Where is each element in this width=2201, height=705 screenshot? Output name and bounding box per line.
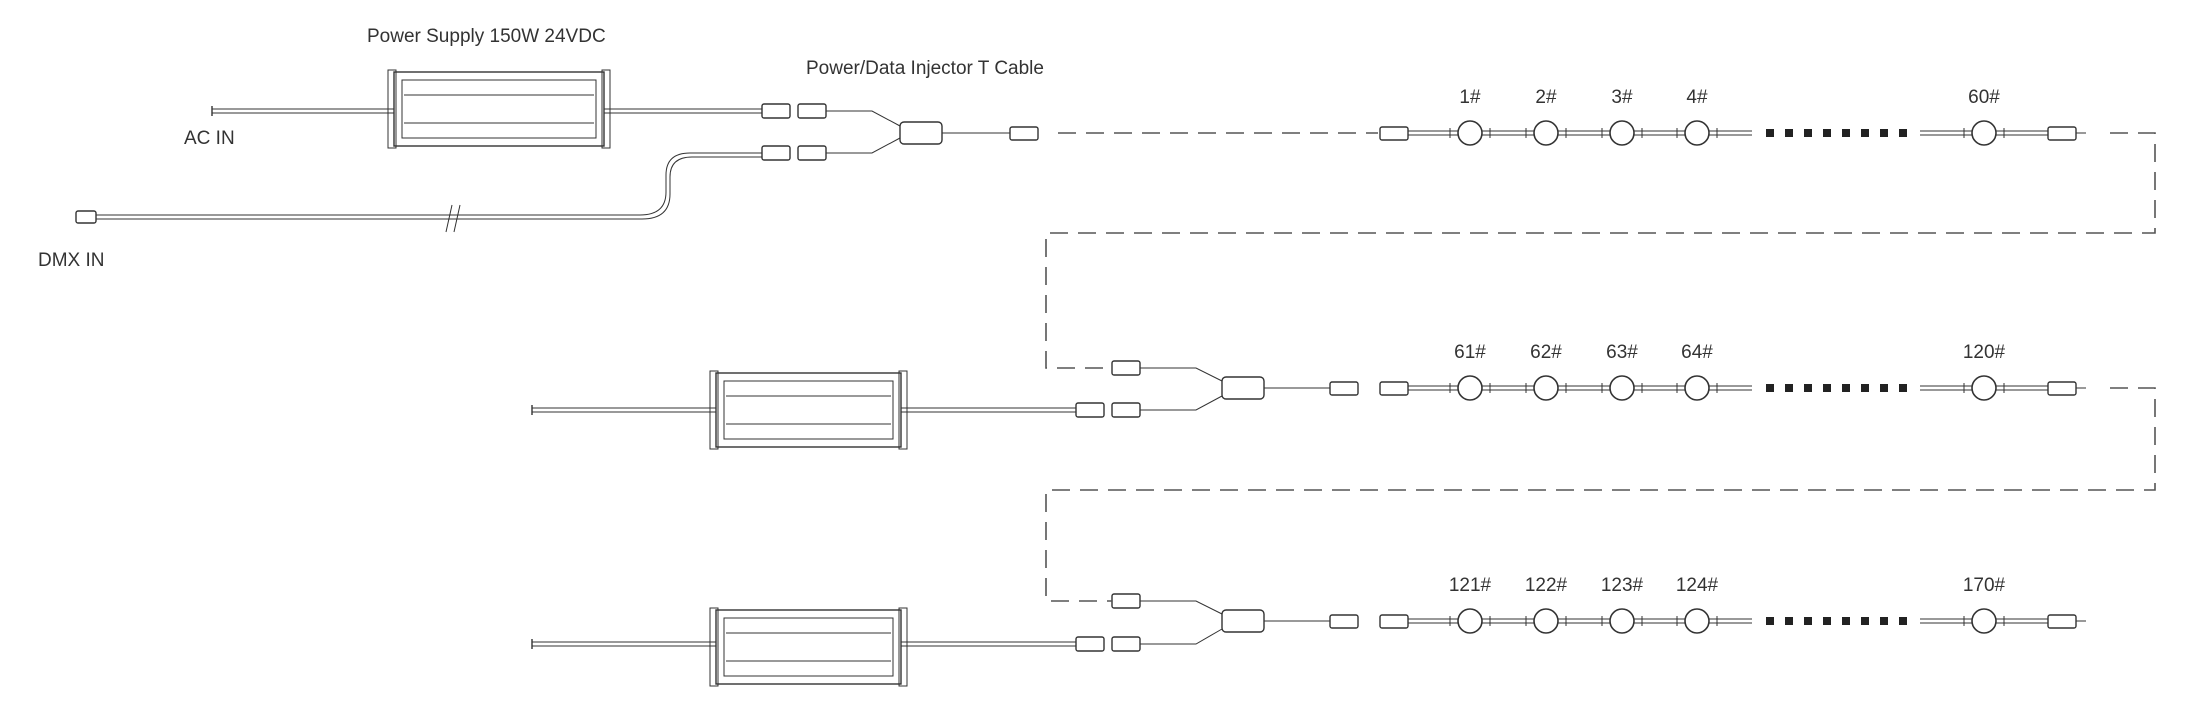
chain-continuation-dot	[1766, 617, 1774, 625]
t-cable-2	[1140, 367, 1359, 411]
t-cable-3	[1140, 600, 1359, 645]
dc-output-cable-2	[901, 407, 1076, 413]
pixel-node: 60#	[1963, 87, 2005, 146]
dashed-link-row2-to-row3	[1045, 387, 2156, 602]
ac-input-cable-2	[531, 405, 716, 415]
dmx-in-label: DMX IN	[38, 250, 105, 271]
pixel-node: 2#	[1525, 87, 1567, 146]
pixel-node: 62#	[1525, 342, 1567, 401]
chain-continuation-dot	[1785, 384, 1793, 392]
pixel-node: 123#	[1601, 575, 1644, 634]
pixel-label: 1#	[1459, 87, 1481, 108]
chain-continuation-dot	[1861, 384, 1869, 392]
pixel-label: 170#	[1963, 575, 2006, 596]
chain-continuation-dot	[1804, 384, 1812, 392]
pixel-node: 124#	[1676, 575, 1719, 634]
injector-connectors-2	[1075, 360, 1141, 418]
pixel-label: 123#	[1601, 575, 1644, 596]
pixel-node: 120#	[1963, 342, 2006, 401]
pixel-label: 124#	[1676, 575, 1719, 596]
chain-continuation-dot	[1823, 617, 1831, 625]
pixel-chain-row-3: 121# 122# 123# 124# 170#	[1379, 575, 2086, 634]
pixel-label: 122#	[1525, 575, 1568, 596]
chain-input-connector	[1379, 614, 1409, 629]
pixel-label: 64#	[1681, 342, 1713, 363]
power-supply-1	[387, 69, 611, 149]
pixel-node: 1#	[1449, 87, 1491, 146]
chain-continuation-dot	[1785, 617, 1793, 625]
dc-output-cable-1	[604, 108, 762, 114]
chain-continuation-dot	[1861, 617, 1869, 625]
chain-continuation-dot	[1880, 617, 1888, 625]
t-cable-1	[826, 110, 1039, 154]
power-supply-3	[709, 607, 908, 687]
power-supply-label: Power Supply 150W 24VDC	[367, 26, 606, 47]
chain-continuation-dot	[1766, 384, 1774, 392]
chain-continuation-dot	[1823, 384, 1831, 392]
chain-output-connector	[2047, 614, 2077, 629]
pixel-node: 4#	[1676, 87, 1718, 146]
pixel-label: 120#	[1963, 342, 2006, 363]
pixel-node: 64#	[1676, 342, 1718, 401]
injector-connectors-3	[1075, 593, 1141, 652]
chain-continuation-dot	[1880, 384, 1888, 392]
chain-continuation-dot	[1861, 129, 1869, 137]
chain-continuation-dot	[1823, 129, 1831, 137]
dmx-input-cable	[75, 152, 762, 233]
pixel-node: 61#	[1449, 342, 1491, 401]
chain-continuation-dot	[1785, 129, 1793, 137]
chain-continuation-dot	[1842, 129, 1850, 137]
chain-continuation-dot	[1899, 617, 1907, 625]
pixel-chain-row-2: 61# 62# 63# 64# 120#	[1379, 342, 2086, 401]
chain-input-connector	[1379, 126, 1409, 141]
chain-continuation-dot	[1899, 384, 1907, 392]
chain-continuation-dot	[1804, 617, 1812, 625]
chain-continuation-dot	[1842, 384, 1850, 392]
chain-output-connector	[2047, 126, 2077, 141]
pixel-chain-row-1: 1# 2# 3# 4# 60#	[1379, 87, 2086, 146]
injector-label: Power/Data Injector T Cable	[806, 58, 1044, 79]
chain-continuation-dot	[1842, 617, 1850, 625]
pixel-label: 121#	[1449, 575, 1492, 596]
pixel-label: 2#	[1535, 87, 1557, 108]
chain-continuation-dot	[1766, 129, 1774, 137]
ac-input-cable-3	[531, 639, 716, 649]
injector-connectors-1	[761, 103, 827, 161]
pixel-label: 62#	[1530, 342, 1562, 363]
pixel-node: 63#	[1601, 342, 1643, 401]
pixel-node: 3#	[1601, 87, 1643, 146]
pixel-node: 170#	[1963, 575, 2006, 634]
chain-continuation-dot	[1899, 129, 1907, 137]
chain-continuation-dot	[1880, 129, 1888, 137]
chain-output-connector	[2047, 381, 2077, 396]
ac-input-cable-1	[211, 106, 394, 116]
pixel-label: 60#	[1968, 87, 2000, 108]
pixel-label: 4#	[1686, 87, 1708, 108]
power-supply-2	[709, 370, 908, 450]
pixel-label: 63#	[1606, 342, 1638, 363]
pixel-label: 61#	[1454, 342, 1486, 363]
pixel-chains: 1#2#3#4#60#61#62#63#64#120#121#122#123#1…	[1379, 87, 2086, 634]
pixel-label: 3#	[1611, 87, 1633, 108]
dashed-link-row1-to-row2	[1045, 132, 2156, 369]
chain-continuation-dot	[1804, 129, 1812, 137]
dc-output-cable-3	[901, 641, 1076, 647]
pixel-node: 121#	[1449, 575, 1492, 634]
chain-input-connector	[1379, 381, 1409, 396]
pixel-node: 122#	[1525, 575, 1568, 634]
ac-in-label: AC IN	[184, 128, 235, 149]
